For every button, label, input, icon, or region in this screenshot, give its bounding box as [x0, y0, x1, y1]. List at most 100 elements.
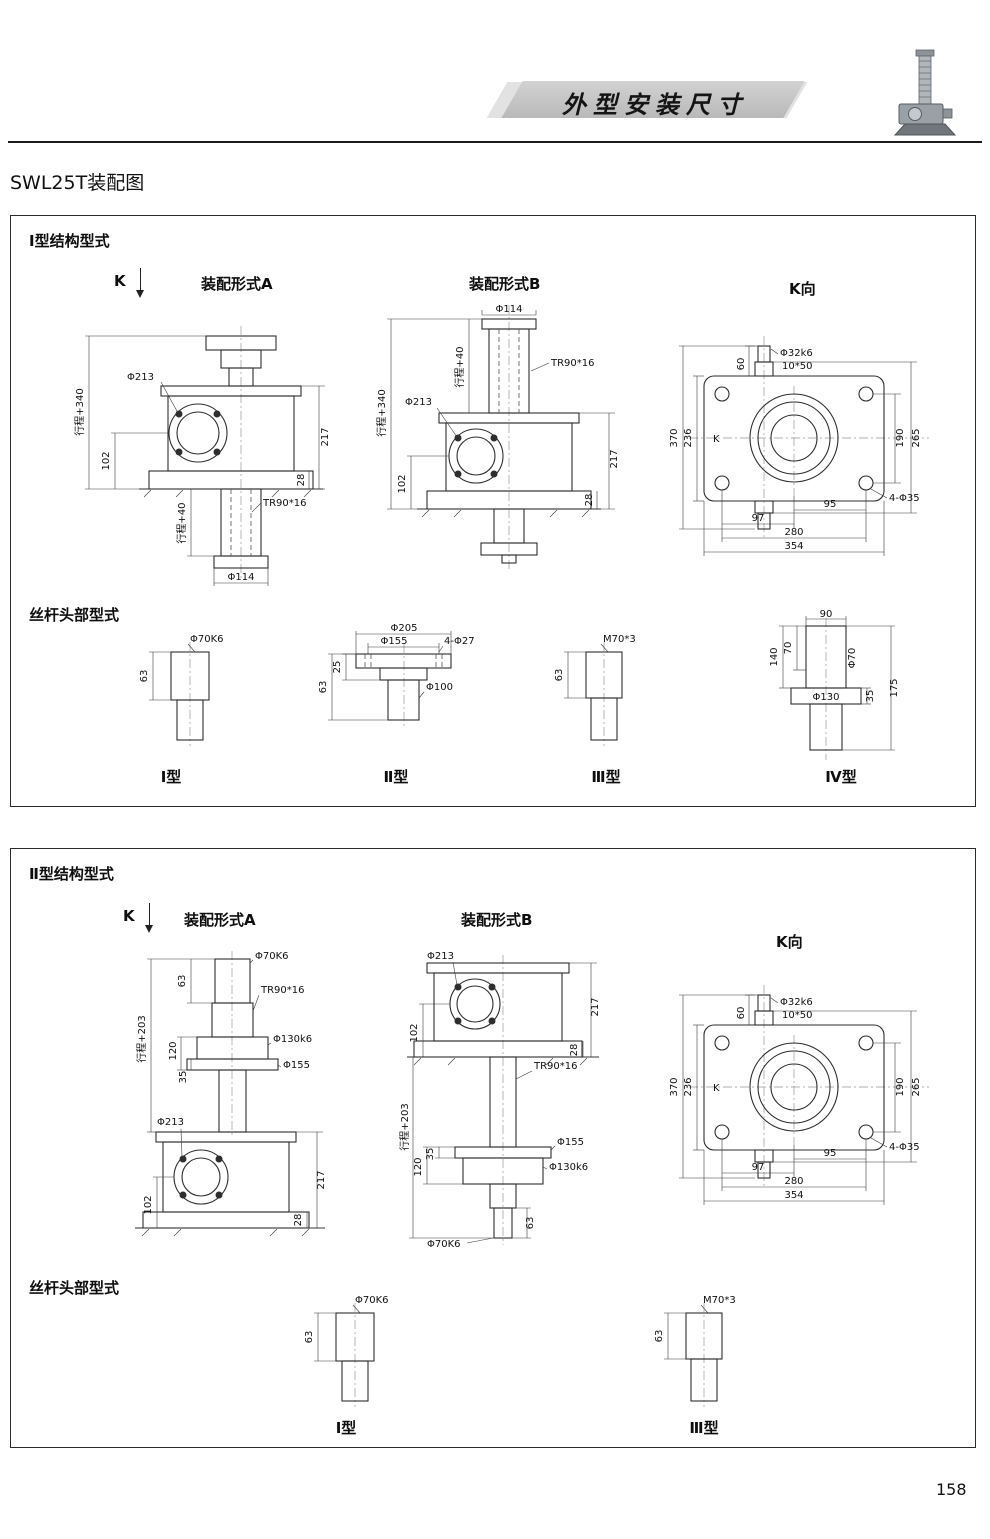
dim-m70x3: M70*3: [703, 1295, 736, 1306]
dim-217: 217: [590, 997, 601, 1016]
dim-phi155: Φ155: [381, 636, 408, 647]
k-direction-label: K: [123, 907, 135, 925]
dim-95: 95: [824, 499, 837, 510]
dimensions: Φ213 102 217 28 TR90*16 行程+203 35 120 Φ1…: [398, 951, 601, 1250]
dim-175: 175: [889, 678, 900, 697]
dim-tr90x16: TR90*16: [260, 985, 305, 996]
dim-140: 140: [769, 647, 780, 666]
dim-70: 70: [783, 642, 794, 655]
dim-120: 120: [168, 1041, 179, 1060]
dim-phi213: Φ213: [427, 951, 454, 962]
header-divider: [8, 141, 982, 143]
dim-60: 60: [736, 1007, 747, 1020]
dim-63: 63: [554, 669, 565, 682]
dim-97: 97: [752, 513, 765, 524]
dim-phi155: Φ155: [283, 1060, 310, 1071]
page-number: 158: [936, 1480, 967, 1499]
section-type1: Ⅰ型结构型式 K 装配形式A 装配形式B K向: [10, 215, 976, 807]
dim-keyway-10x50: 10*50: [782, 361, 812, 372]
k-view-title: K向: [776, 933, 803, 951]
dim-370: 370: [669, 1077, 680, 1096]
doc-title: SWL25T装配图: [10, 172, 145, 194]
dim-stroke-plus-340: 行程+340: [73, 388, 86, 435]
head-type3-label: Ⅲ型: [689, 1419, 719, 1437]
dim-phi70k6: Φ70K6: [355, 1295, 389, 1306]
dim-102: 102: [101, 451, 112, 470]
screw-head-types-title: 丝杆头部型式: [29, 1279, 120, 1297]
dim-phi130k6: Φ130k6: [549, 1162, 588, 1173]
type2-assembly-a-drawing: Φ70K6 63 行程+203 TR90*16 120 Φ130k6 35 Φ1…: [135, 951, 327, 1237]
dim-tr90x16: TR90*16: [550, 358, 595, 369]
dim-35: 35: [425, 1148, 436, 1161]
k-axis-label: K: [713, 434, 720, 445]
dim-stroke-plus-203: 行程+203: [398, 1103, 411, 1150]
dim-phi100: Φ100: [426, 682, 453, 693]
type2-k-view-drawing: Φ32k6 10*50 60 370 236 K 190 265 95 4-Φ3…: [669, 985, 929, 1205]
assembly-form-b-title: 装配形式B: [461, 911, 533, 929]
dim-tr90x16: TR90*16: [262, 498, 307, 509]
dim-phi32k6: Φ32k6: [780, 348, 813, 359]
dim-28: 28: [296, 474, 307, 487]
jack-front-view: [407, 962, 599, 1239]
dim-phi70k6: Φ70K6: [427, 1239, 461, 1250]
dim-28: 28: [293, 1214, 304, 1227]
dimensions: Φ70K6 63 行程+203 TR90*16 120 Φ130k6 35 Φ1…: [135, 951, 327, 1237]
dim-phi213: Φ213: [157, 1117, 184, 1128]
dim-28: 28: [584, 494, 595, 507]
dimensions: Φ32k6 10*50 60 370 236 K 190 265 95 4-Φ3…: [669, 994, 922, 1205]
dim-217: 217: [609, 449, 620, 468]
header-title: 外型安装尺寸: [562, 90, 748, 119]
dim-60: 60: [736, 358, 747, 371]
head-type4-label: Ⅳ型: [825, 768, 857, 786]
dim-63: 63: [177, 975, 188, 988]
dim-63: 63: [525, 1217, 536, 1230]
type2-assembly-b-drawing: Φ213 102 217 28 TR90*16 行程+203 35 120 Φ1…: [398, 951, 601, 1250]
dim-phi130: Φ130: [813, 692, 840, 703]
type1-k-view-drawing: Φ32k6 10*50 60 370 236 K 190 265 95 4-Φ3…: [669, 336, 929, 556]
dim-phi213: Φ213: [127, 372, 154, 383]
section2-title: Ⅱ型结构型式: [29, 865, 114, 883]
k-axis-label: K: [713, 1083, 720, 1094]
k-view-title: K向: [789, 280, 816, 298]
dimensions: 行程+340 102 217 28 TR90*16 行程+40 Φ114 Φ21…: [73, 335, 331, 586]
section1-title: Ⅰ型结构型式: [29, 232, 110, 250]
head-type3-drawing: M70*3 63: [554, 634, 636, 746]
dim-stroke-plus-203: 行程+203: [135, 1015, 148, 1062]
dim-236: 236: [683, 1077, 694, 1096]
type1-assembly-a-drawing: 行程+340 102 217 28 TR90*16 行程+40 Φ114 Φ21…: [73, 326, 331, 586]
dim-217: 217: [316, 1170, 327, 1189]
dimensions: Φ114 TR90*16 行程+40 行程+340 102 217 28 Φ21…: [375, 304, 620, 518]
dim-35: 35: [865, 690, 876, 703]
dim-63: 63: [318, 681, 329, 694]
dim-35: 35: [178, 1071, 189, 1084]
head-type1-label: Ⅰ型: [335, 1419, 357, 1437]
dim-m70x3: M70*3: [603, 634, 636, 645]
dim-90: 90: [820, 609, 833, 620]
dim-102: 102: [397, 474, 408, 493]
dim-236: 236: [683, 428, 694, 447]
dim-190: 190: [895, 1077, 906, 1096]
dim-phi205: Φ205: [391, 623, 418, 634]
assembly-form-a-title: 装配形式A: [201, 275, 273, 293]
dim-25: 25: [332, 661, 343, 674]
dim-370: 370: [669, 428, 680, 447]
k-direction-label: K: [114, 272, 126, 290]
dim-28: 28: [569, 1044, 580, 1057]
head-type1-label: Ⅰ型: [160, 768, 182, 786]
screw-head-types-title: 丝杆头部型式: [29, 606, 120, 624]
dim-265: 265: [911, 1077, 922, 1096]
dim-102: 102: [409, 1023, 420, 1042]
type1-assembly-b-drawing: Φ114 TR90*16 行程+40 行程+340 102 217 28 Φ21…: [375, 304, 620, 569]
flange-plate-view: [703, 994, 885, 1179]
dim-phi32k6: Φ32k6: [780, 997, 813, 1008]
head-type3-label: Ⅲ型: [591, 768, 621, 786]
dim-phi155: Φ155: [557, 1137, 584, 1148]
dim-190: 190: [895, 428, 906, 447]
jack-front-view: [139, 335, 323, 569]
dim-4-phi35: 4-Φ35: [889, 1142, 920, 1153]
dim-stroke-plus-40: 行程+40: [175, 502, 188, 543]
dim-stroke-plus-340: 行程+340: [375, 389, 388, 436]
dim-phi70k6: Φ70K6: [255, 951, 289, 962]
section-type2: Ⅱ型结构型式 K 装配形式A 装配形式B K向: [10, 848, 976, 1448]
